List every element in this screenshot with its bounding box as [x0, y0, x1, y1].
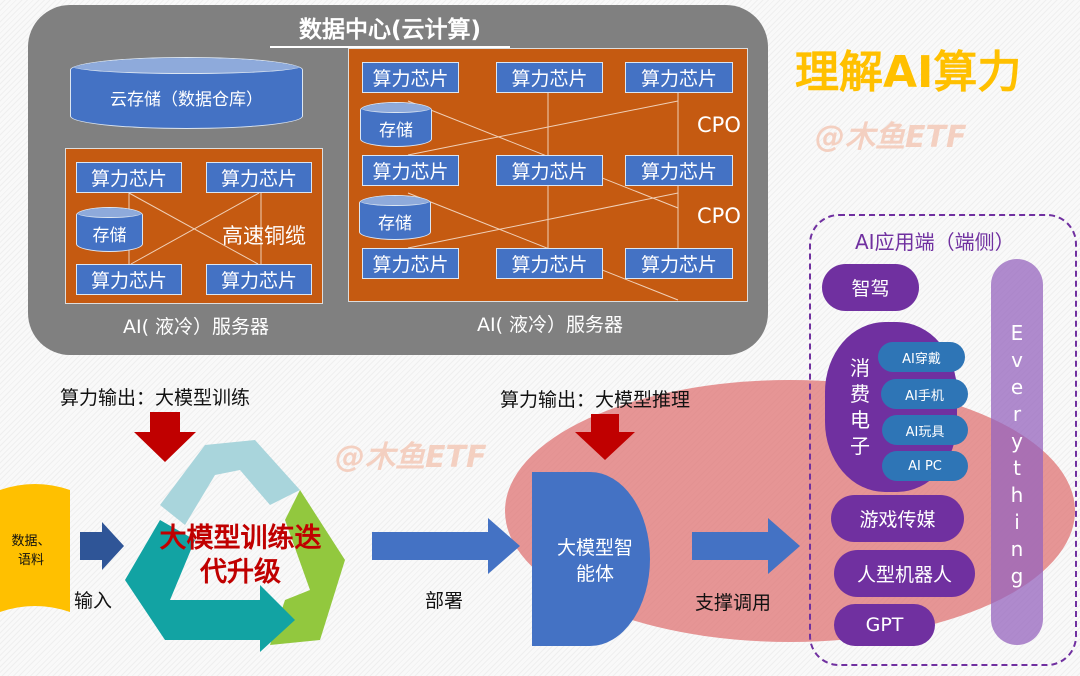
consumer-item: AI手机 — [881, 379, 968, 409]
everything-label: Everything — [1005, 321, 1029, 591]
right-arrow-icon — [372, 518, 520, 574]
input-label: 输入 — [74, 590, 113, 612]
apps-panel — [809, 214, 1077, 666]
chip: 算力芯片 — [206, 264, 312, 295]
app-gpt: GPT — [834, 604, 935, 646]
consumer-item: AI玩具 — [882, 415, 968, 445]
chip: 算力芯片 — [496, 248, 603, 279]
chip: 算力芯片 — [76, 162, 182, 193]
app-robot: 人型机器人 — [834, 550, 975, 597]
chip: 算力芯片 — [496, 155, 603, 186]
chip: 算力芯片 — [76, 264, 182, 295]
chip: 算力芯片 — [362, 62, 459, 93]
agent-d-shape — [532, 472, 650, 646]
storage: 存储 — [76, 207, 143, 252]
output-inference-label: 算力输出：大模型推理 — [500, 389, 691, 411]
cpo-label: CPO — [697, 113, 741, 137]
down-arrow-icon — [575, 414, 635, 460]
chip: 算力芯片 — [496, 62, 603, 93]
watermark: @木鱼ETF — [815, 120, 967, 155]
watermark: @木鱼ETF — [335, 440, 487, 475]
agent-label: 大模型智能体 — [556, 537, 633, 585]
recycle-icon — [125, 440, 345, 652]
chip: 算力芯片 — [362, 155, 459, 186]
cpo-label: CPO — [697, 204, 741, 228]
apps-title: AI应用端（端侧） — [855, 230, 1015, 254]
consumer-item: AI PC — [882, 451, 968, 481]
right-arrow-icon — [692, 518, 800, 574]
everything-bar: Everything — [991, 259, 1043, 645]
app-gaming: 游戏传媒 — [831, 495, 964, 542]
app-consumer-label: 消费电子 — [850, 356, 870, 458]
data-tape-shape — [0, 484, 70, 612]
chip: 算力芯片 — [362, 248, 459, 279]
datacenter-title: 数据中心(云计算) — [270, 10, 510, 48]
consumer-item: AI穿戴 — [878, 342, 965, 372]
cable-label: 高速铜缆 — [222, 224, 306, 248]
storage: 存储 — [359, 195, 431, 240]
down-arrow-icon — [134, 412, 196, 462]
cloud-storage-label: 云存储（数据仓库） — [110, 89, 263, 110]
cloud-storage: 云存储（数据仓库） — [70, 57, 303, 129]
output-training-label: 算力输出：大模型训练 — [60, 387, 251, 409]
storage: 存储 — [360, 102, 432, 147]
chip: 算力芯片 — [206, 162, 312, 193]
deploy-label: 部署 — [425, 590, 464, 612]
page-title: 理解AI算力 — [795, 47, 1022, 98]
server-label-left: AI( 液冷）服务器 — [122, 316, 270, 338]
chip: 算力芯片 — [625, 62, 733, 93]
server-label-right: AI( 液冷）服务器 — [476, 314, 624, 336]
app-autodrive: 智驾 — [822, 264, 919, 311]
support-label: 支撑调用 — [695, 592, 772, 614]
cable-lines — [407, 93, 679, 301]
chip: 算力芯片 — [625, 248, 733, 279]
data-label: 数据、语料 — [11, 534, 51, 568]
training-label: 大模型训练迭代升级 — [159, 523, 322, 588]
right-arrow-icon — [80, 522, 124, 570]
chip: 算力芯片 — [625, 155, 733, 186]
